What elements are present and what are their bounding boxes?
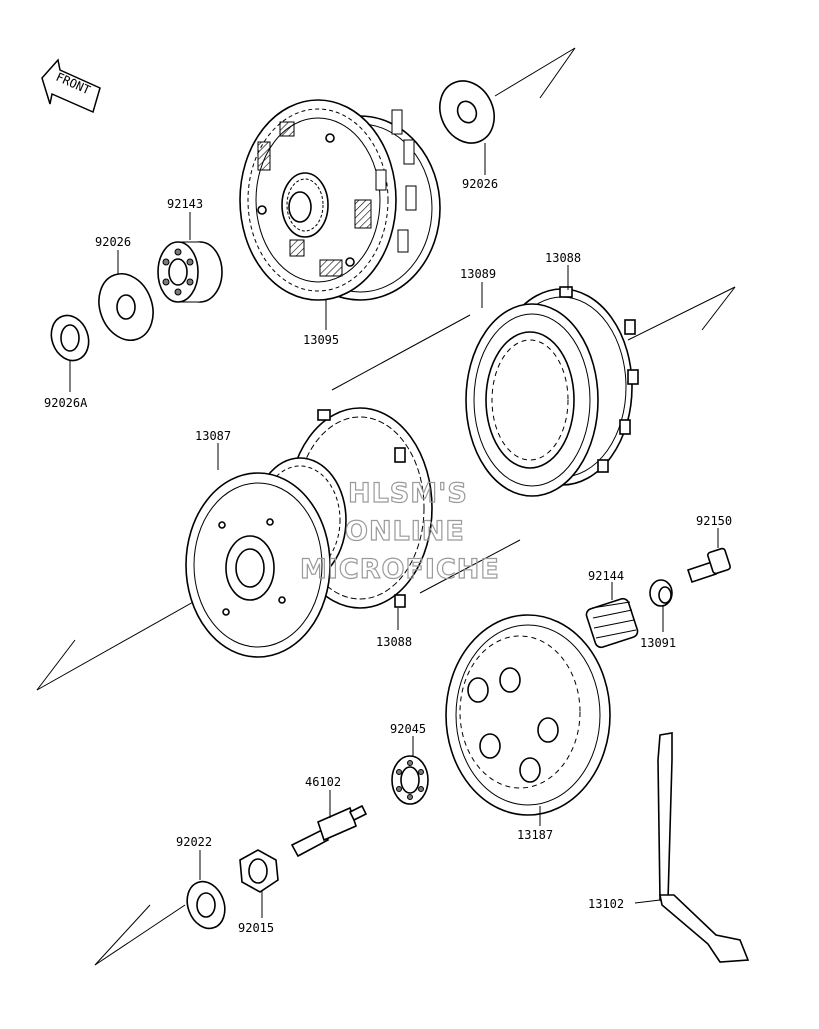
label-92026-top: 92026 — [462, 177, 498, 191]
spring-holder-13091 — [649, 579, 673, 607]
clutch-housing-13095 — [239, 99, 441, 301]
push-rod-46102 — [290, 804, 368, 858]
release-lever-13102 — [657, 732, 750, 963]
nut-92015 — [239, 849, 279, 893]
watermark: HLSM'S ONLINE MICROFICHE — [299, 477, 500, 585]
pressure-plate-13187 — [445, 614, 611, 816]
washer-92026A — [50, 314, 90, 362]
spring-92144 — [585, 597, 639, 649]
label-13095: 13095 — [303, 333, 339, 347]
watermark-line-2: ONLINE — [345, 516, 465, 547]
washer-92022 — [186, 880, 226, 930]
label-13091: 13091 — [640, 636, 676, 650]
bolt-92150 — [686, 547, 731, 584]
watermark-line-1: HLSM'S — [348, 478, 468, 509]
label-13087: 13087 — [195, 429, 231, 443]
label-13187: 13187 — [517, 828, 553, 842]
label-13088-bottom: 13088 — [376, 635, 412, 649]
collar-92143 — [157, 241, 223, 303]
label-92143: 92143 — [167, 197, 203, 211]
label-46102: 46102 — [305, 775, 341, 789]
front-arrow-icon: FRONT — [41, 58, 101, 114]
watermark-line-3: MICROFICHE — [300, 554, 500, 585]
label-92022: 92022 — [176, 835, 212, 849]
label-92150: 92150 — [696, 514, 732, 528]
leader-lines — [69, 143, 719, 918]
label-92144: 92144 — [588, 569, 624, 583]
label-13102: 13102 — [588, 897, 624, 911]
label-92026-left: 92026 — [95, 235, 131, 249]
clutch-hub-13087 — [185, 457, 347, 658]
label-13088-top: 13088 — [545, 251, 581, 265]
washer-92026-left — [98, 273, 154, 341]
part-labels: 92026 92143 92026 92026A 13095 13089 130… — [44, 177, 732, 935]
label-92045: 92045 — [390, 722, 426, 736]
label-92026A: 92026A — [44, 396, 88, 410]
ball-bearing-92045 — [391, 755, 429, 805]
label-92015: 92015 — [238, 921, 274, 935]
label-13089: 13089 — [460, 267, 496, 281]
friction-plate-13089 — [465, 303, 599, 497]
washer-92026-top — [439, 80, 495, 144]
